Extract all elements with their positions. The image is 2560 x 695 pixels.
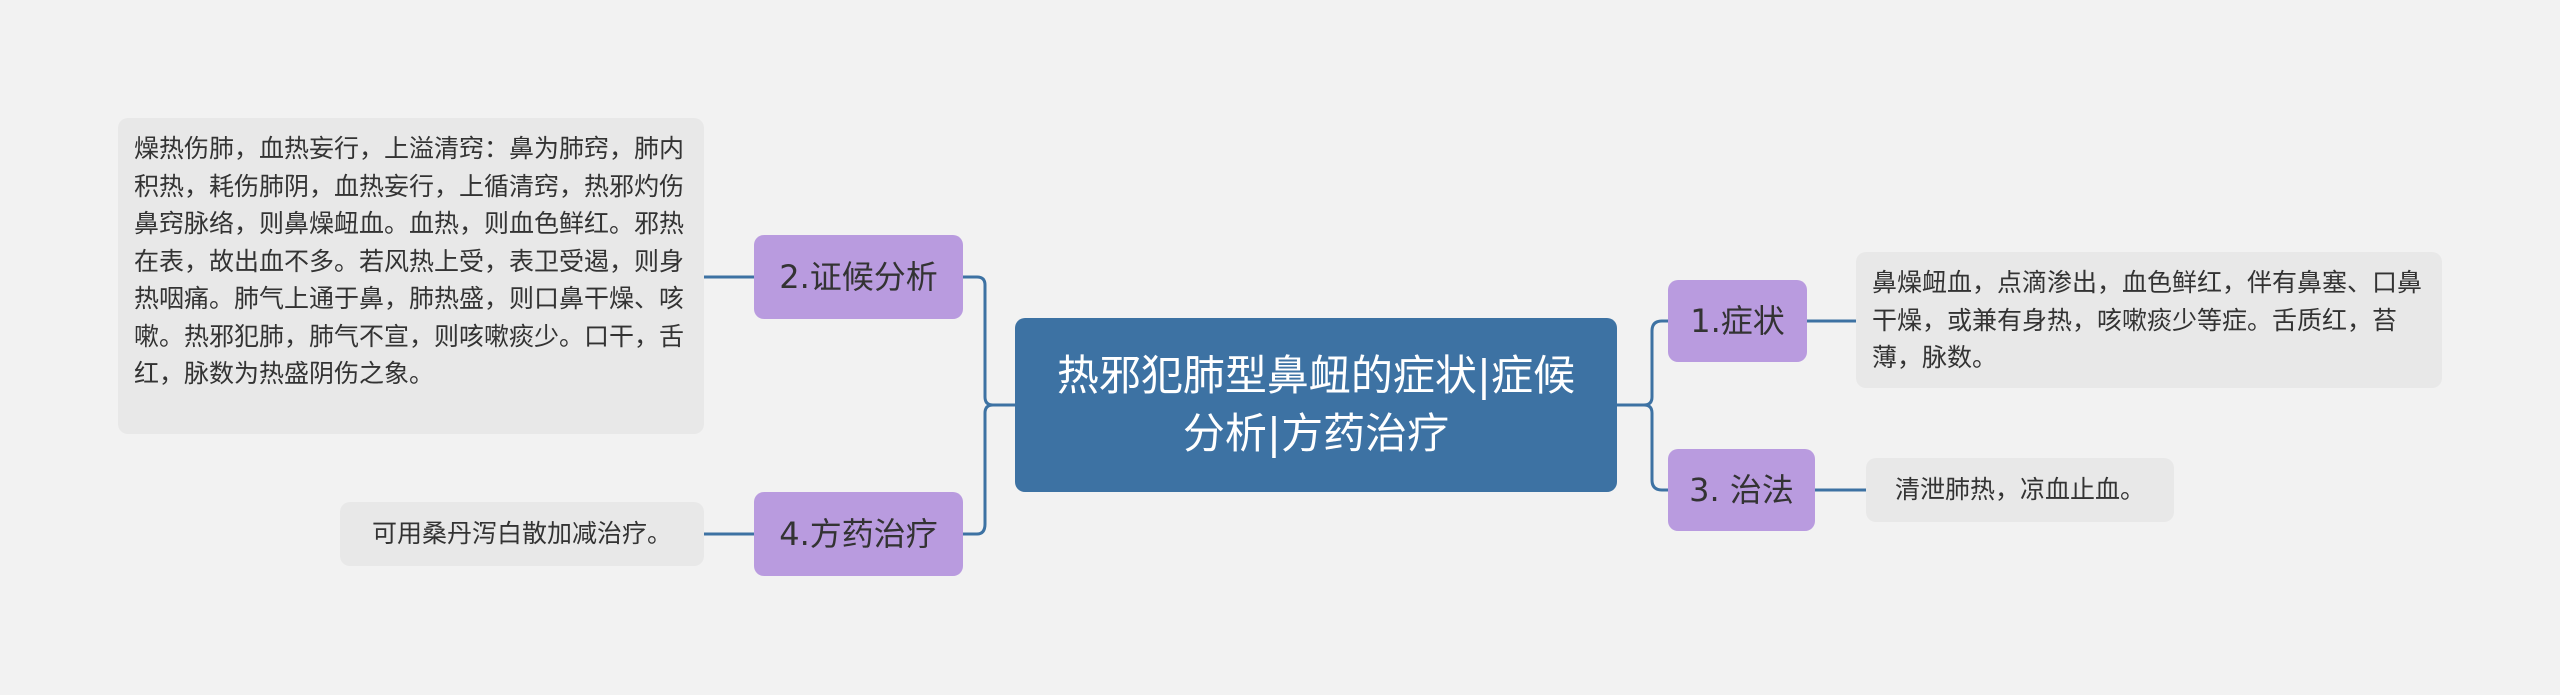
leaf-syndrome-analysis[interactable]: 燥热伤肺，血热妄行，上溢清窍：鼻为肺窍，肺内积热，耗伤肺阴，血热妄行，上循清窍，…	[118, 118, 704, 434]
branch-syndrome-analysis[interactable]: 2.证候分析	[754, 235, 963, 319]
branch-syndrome-analysis-label: 2.证候分析	[779, 258, 938, 296]
link-root-branch-4	[961, 403, 1017, 536]
leaf-prescription[interactable]: 可用桑丹泻白散加减治疗。	[340, 502, 704, 566]
branch-prescription[interactable]: 4.方药治疗	[754, 492, 963, 576]
branch-symptoms[interactable]: 1.症状	[1668, 280, 1807, 362]
link-root-branch-3	[1615, 403, 1670, 492]
leaf-symptoms[interactable]: 鼻燥衄血，点滴渗出，血色鲜红，伴有鼻塞、口鼻干燥，或兼有身热，咳嗽痰少等症。舌质…	[1856, 252, 2442, 388]
branch-treatment-method-label: 3. 治法	[1689, 471, 1794, 509]
leaf-prescription-text: 可用桑丹泻白散加减治疗。	[371, 519, 672, 549]
leaf-treatment-method[interactable]: 清泄肺热，凉血止血。	[1866, 458, 2174, 522]
link-root-branch-1	[1615, 319, 1670, 407]
leaf-symptoms-text: 鼻燥衄血，点滴渗出，血色鲜红，伴有鼻塞、口鼻干燥，或兼有身热，咳嗽痰少等症。舌质…	[1872, 268, 2423, 372]
branch-prescription-label: 4.方药治疗	[779, 515, 938, 553]
branch-treatment-method[interactable]: 3. 治法	[1668, 449, 1815, 531]
link-root-branch-2	[961, 275, 1017, 407]
branch-symptoms-label: 1.症状	[1690, 302, 1785, 340]
root-topic[interactable]: 热邪犯肺型鼻衄的症状|症候分析|方药治疗	[1015, 318, 1617, 492]
leaf-syndrome-analysis-text: 燥热伤肺，血热妄行，上溢清窍：鼻为肺窍，肺内积热，耗伤肺阴，血热妄行，上循清窍，…	[134, 134, 685, 388]
leaf-treatment-method-text: 清泄肺热，凉血止血。	[1894, 475, 2145, 505]
root-topic-label: 热邪犯肺型鼻衄的症状|症候分析|方药治疗	[1056, 351, 1576, 458]
